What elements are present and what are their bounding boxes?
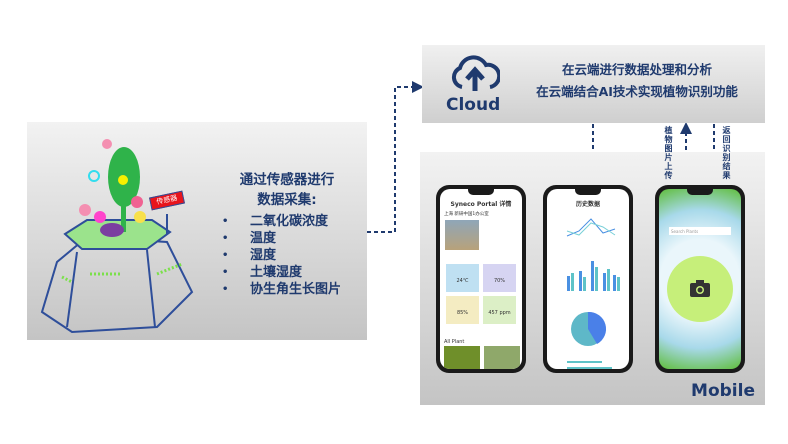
mobile-label: Mobile <box>691 381 755 401</box>
list-item: 土壤湿度 <box>222 264 352 281</box>
plant-thumbnail[interactable] <box>484 346 520 369</box>
sensor-to-cloud-arrow <box>367 81 424 233</box>
list-item: 湿度 <box>222 247 352 264</box>
hbar-chart <box>567 361 612 369</box>
sensor-data-list: 二氧化碳浓度 温度 湿度 土壤湿度 协生角生长图片 <box>222 213 352 298</box>
sensor-panel: 传感器 通过传感器进行 数据采集: 二氧化碳浓度 温度 湿度 土壤湿度 协生角生… <box>27 122 367 340</box>
phone1-location: 上海 新研中国1办公室 <box>444 212 489 217</box>
phone-history: 历史数据 <box>543 185 633 373</box>
cloud-line1: 在云端进行数据处理和分析 <box>561 62 712 77</box>
cloud-panel: Cloud 在云端进行数据处理和分析 在云端结合AI技术实现植物识别功能 <box>422 45 765 123</box>
line-chart <box>566 218 616 237</box>
all-plant-label: All Plant <box>444 339 465 345</box>
phone2-title: 历史数据 <box>575 201 600 208</box>
bar-chart <box>567 261 616 291</box>
list-item: 协生角生长图片 <box>222 281 352 298</box>
phone-identify: Search Plants <box>655 185 745 373</box>
phone1-title: Syneco Portal 详情 <box>450 201 512 208</box>
soil-moisture-tile: 85% <box>446 296 479 324</box>
planter-illustration <box>40 139 194 334</box>
cloud-label: Cloud <box>446 95 501 115</box>
phone-detail: Syneco Portal 详情 上海 新研中国1办公室 24℃ 70% 85%… <box>436 185 526 373</box>
return-label: 返回识别结果 <box>722 126 731 180</box>
camera-icon <box>690 280 710 297</box>
cloud-upload-icon <box>451 55 500 91</box>
upload-label: 植物图片上传 <box>664 126 673 180</box>
list-item: 温度 <box>222 230 352 247</box>
camera-button[interactable] <box>667 256 733 322</box>
plant-photo <box>445 220 479 250</box>
humidity-tile: 70% <box>483 264 516 292</box>
cloud-line2: 在云端结合AI技术实现植物识别功能 <box>536 84 738 99</box>
sensor-title-line2: 数据采集: <box>257 192 317 208</box>
sensor-title-line1: 通过传感器进行 <box>239 172 335 188</box>
search-input[interactable]: Search Plants <box>669 227 731 235</box>
plant-thumbnail[interactable] <box>444 346 480 369</box>
history-charts <box>566 218 620 369</box>
co2-tile: 457 ppm <box>483 296 516 324</box>
temperature-tile: 24℃ <box>446 264 479 292</box>
list-item: 二氧化碳浓度 <box>222 213 352 230</box>
